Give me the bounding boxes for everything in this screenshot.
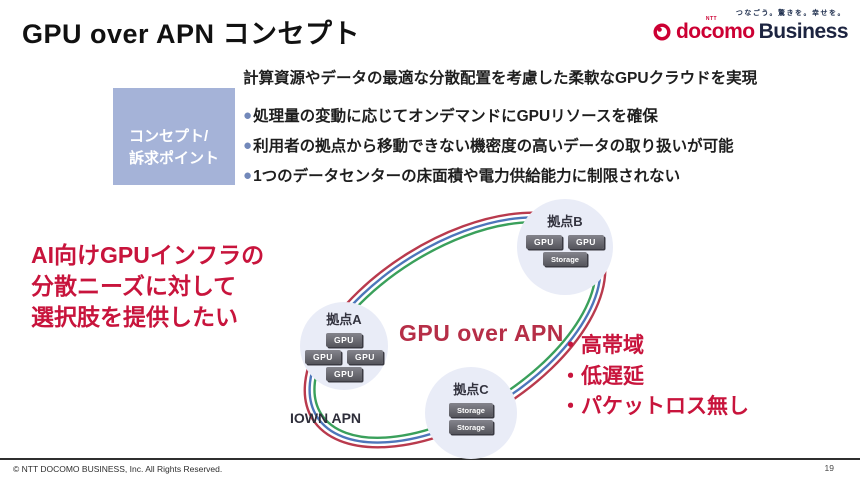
bullet-dot-icon: ● (243, 166, 253, 184)
footer-copyright: © NTT DOCOMO BUSINESS, Inc. All Rights R… (13, 464, 223, 474)
bullet-dot-icon: ● (243, 106, 253, 124)
concept-bullet-text: 処理量の変動に応じてオンデマンドにGPUリソースを確保 (253, 108, 658, 125)
concept-bullet-list: ● 処理量の変動に応じてオンデマンドにGPUリソースを確保 ● 利用者の拠点から… (243, 100, 734, 190)
concept-bullet-text: 利用者の拠点から移動できない機密度の高いデータの取り扱いが可能 (253, 138, 734, 155)
footer-divider (0, 458, 860, 460)
concept-bullet-item: ● 利用者の拠点から移動できない機密度の高いデータの取り扱いが可能 (243, 130, 734, 160)
site-b-label: 拠点B (547, 214, 583, 229)
ntt-label: NTT (705, 16, 718, 22)
gpu-unit: GPU (526, 235, 562, 249)
benefit-item: ・低遅延 (560, 364, 644, 388)
concept-bullet-item: ● 処理量の変動に応じてオンデマンドにGPUリソースを確保 (243, 100, 734, 130)
storage-unit: Storage (449, 403, 493, 417)
gpu-unit: GPU (326, 367, 362, 381)
site-c-label: 拠点C (453, 382, 489, 397)
site-b-circle: 拠点B GPU GPU Storage (517, 199, 613, 295)
brand-business-text: Business (758, 20, 849, 43)
concept-bullet-text: 1つのデータセンターの床面積や電力供給能力に制限されない (253, 168, 681, 185)
iown-apn-label: IOWN APN (290, 410, 362, 426)
gpu-unit: GPU (305, 350, 341, 364)
site-a-circle: 拠点A GPU GPU GPU GPU (300, 302, 388, 390)
gpu-over-apn-label: GPU over APN (399, 320, 564, 346)
docomo-logo-icon (652, 22, 672, 42)
key-message: AI向けGPUインフラの 分散ニーズに対して 選択肢を提供したい (31, 240, 264, 333)
key-message-line3: 選択肢を提供したい (31, 304, 238, 330)
benefit-list: ・高帯域 ・低遅延 ・パケットロス無し (560, 331, 749, 423)
concept-box-line2: 訴求ポイント (129, 150, 220, 167)
key-message-line1: AI向けGPUインフラの (31, 242, 265, 268)
key-message-line2: 分散ニーズに対して (31, 273, 237, 299)
concept-label-box: コンセプト/ 訴求ポイント (113, 88, 235, 185)
benefit-item: ・高帯域 (560, 334, 644, 357)
page-title: GPU over APN コンセプト (22, 19, 361, 49)
concept-box-line1: コンセプト/ (129, 128, 209, 145)
site-c-circle: 拠点C Storage Storage (425, 367, 517, 459)
site-a-label: 拠点A (326, 312, 362, 327)
storage-unit: Storage (449, 420, 493, 434)
bullet-dot-icon: ● (243, 136, 253, 154)
logo-tagline: つなごう。驚きを。幸せを。 (735, 10, 846, 17)
gpu-unit: GPU (326, 333, 362, 347)
page-number: 19 (824, 463, 834, 473)
concept-bullet-item: ● 1つのデータセンターの床面積や電力供給能力に制限されない (243, 160, 734, 190)
gpu-unit: GPU (568, 235, 604, 249)
concept-heading: 計算資源やデータの最適な分散配置を考慮した柔軟なGPUクラウドを実現 (243, 70, 758, 87)
gpu-unit: GPU (347, 350, 383, 364)
storage-unit: Storage (543, 252, 587, 266)
benefit-item: ・パケットロス無し (560, 395, 749, 418)
